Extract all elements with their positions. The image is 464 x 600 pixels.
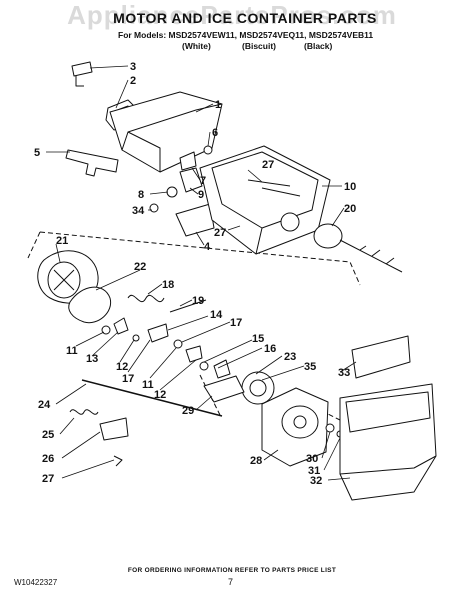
callout-23: 23 (284, 351, 296, 363)
callout-27-bottom: 27 (42, 473, 54, 485)
callout-3: 3 (130, 61, 136, 73)
callout-26: 26 (42, 453, 54, 465)
page-number: 7 (228, 577, 234, 587)
callout-13: 13 (86, 353, 98, 365)
callout-32: 32 (310, 475, 322, 487)
callout-27-container: 27 (214, 227, 226, 239)
callout-8: 8 (138, 189, 144, 201)
callout-12-a: 12 (116, 361, 128, 373)
callout-1: 1 (215, 99, 221, 111)
callout-31: 31 (308, 465, 320, 477)
callout-25: 25 (42, 429, 54, 441)
callout-9: 9 (198, 189, 204, 201)
callout-34: 34 (132, 205, 145, 217)
callout-4: 4 (204, 241, 211, 253)
callout-12-b: 12 (154, 389, 166, 401)
callout-24: 24 (38, 399, 51, 411)
callout-6: 6 (212, 127, 218, 139)
callout-29: 29 (182, 405, 194, 417)
callout-22: 22 (134, 261, 146, 273)
diagram-title: MOTOR AND ICE CONTAINER PARTS (113, 10, 377, 26)
callout-33: 33 (338, 367, 350, 379)
callout-30: 30 (306, 453, 318, 465)
callout-11-b: 11 (142, 379, 154, 391)
callout-11-a: 11 (66, 345, 78, 357)
callout-7: 7 (200, 175, 206, 187)
variant-white: (White) (182, 41, 211, 51)
callout-10: 10 (344, 181, 356, 193)
callout-35: 35 (304, 361, 316, 373)
callout-18: 18 (162, 279, 174, 291)
callout-2: 2 (130, 75, 136, 87)
document-number: W10422327 (14, 578, 58, 587)
callout-27-bin: 27 (262, 159, 274, 171)
model-list: For Models: MSD2574VEW11, MSD2574VEQ11, … (118, 30, 374, 40)
callout-19: 19 (192, 295, 204, 307)
callout-17-b: 17 (230, 317, 242, 329)
callout-28: 28 (250, 455, 262, 467)
callout-5: 5 (34, 147, 40, 159)
callout-21: 21 (56, 235, 68, 247)
callout-14: 14 (210, 309, 223, 321)
callout-20: 20 (344, 203, 356, 215)
callout-17-a: 17 (122, 373, 134, 385)
callout-15: 15 (252, 333, 264, 345)
variant-biscuit: (Biscuit) (242, 41, 276, 51)
ordering-note: FOR ORDERING INFORMATION REFER TO PARTS … (127, 567, 337, 574)
variant-black: (Black) (304, 41, 333, 51)
callout-16: 16 (264, 343, 276, 355)
